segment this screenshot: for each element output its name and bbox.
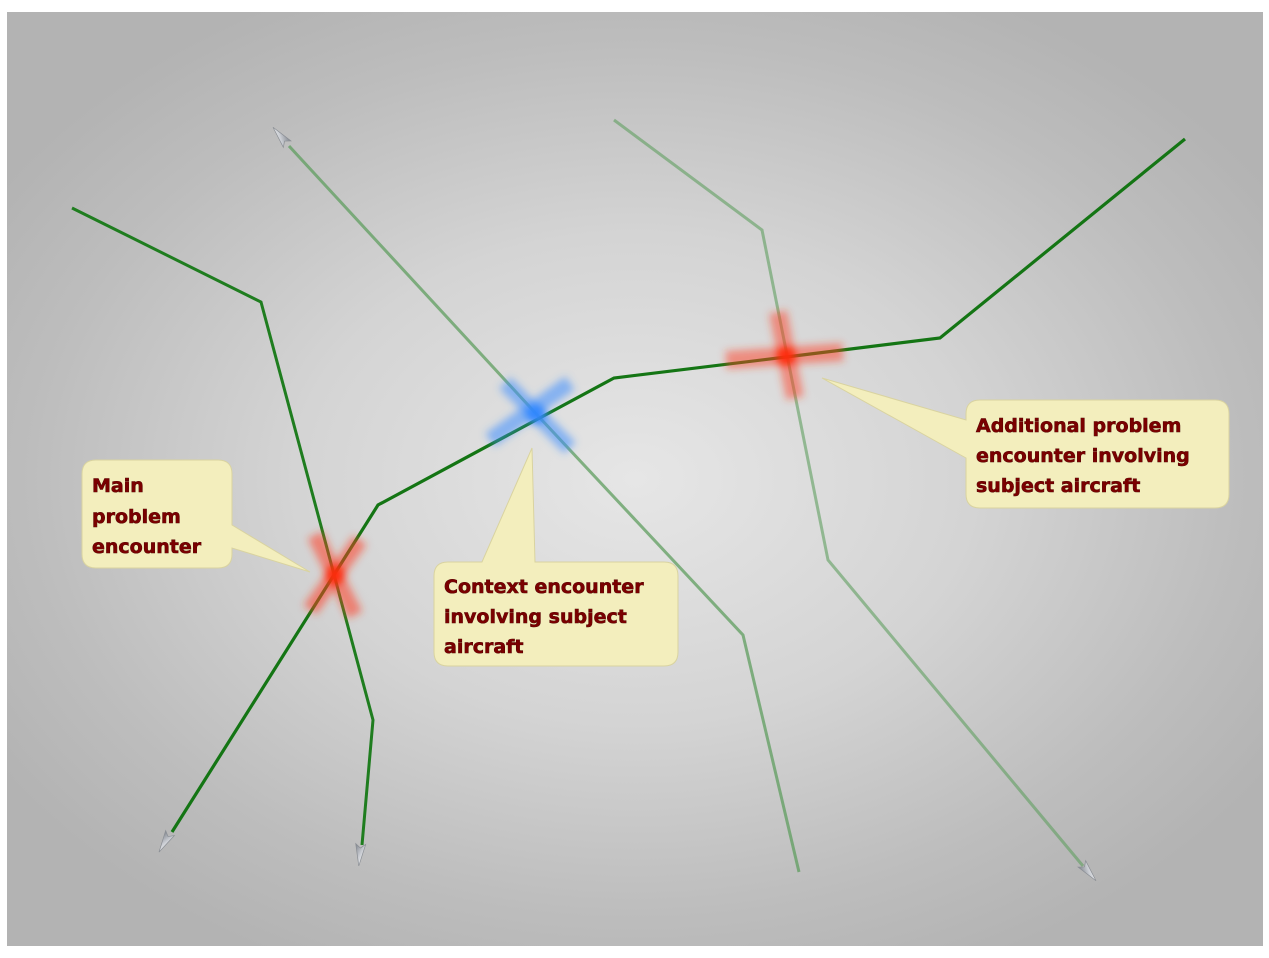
context-callout-line-3: aircraft <box>444 636 524 658</box>
context-callout-line-2: involving subject <box>444 606 627 628</box>
additional-encounter-marker <box>725 310 844 400</box>
additional-callout-line-3: subject aircraft <box>976 475 1140 497</box>
additional-encounter-callout: Additional problem encounter involving s… <box>821 377 1230 509</box>
other-aircraft-track-3 <box>71 206 375 846</box>
context-encounter-marker <box>485 376 576 454</box>
main-callout-line-2: problem <box>92 506 181 528</box>
additional-callout-line-1: Additional problem <box>976 415 1181 437</box>
main-callout-line-1: Main <box>92 475 144 497</box>
aircraft-icon <box>272 126 292 149</box>
additional-callout-line-2: encounter involving <box>976 445 1190 467</box>
context-encounter-callout: Context encounter involving subject airc… <box>433 447 679 667</box>
svg-text:Additional problem encou: Additional problem encounter involving s… <box>976 415 1196 497</box>
svg-text:Context encounter involv: Context encounter involving subject airc… <box>444 576 650 658</box>
svg-text:Main problem encou: Main problem encounter <box>92 475 202 558</box>
main-encounter-marker <box>303 531 367 619</box>
aircraft-icon <box>1077 859 1097 882</box>
main-encounter-callout: Main problem encounter <box>81 459 311 573</box>
context-callout-line-1: Context encounter <box>444 576 644 598</box>
aircraft-icon <box>158 829 176 853</box>
aircraft-icon <box>355 842 367 867</box>
main-callout-line-3: encounter <box>92 536 202 558</box>
other-aircraft-track-1 <box>287 144 801 873</box>
